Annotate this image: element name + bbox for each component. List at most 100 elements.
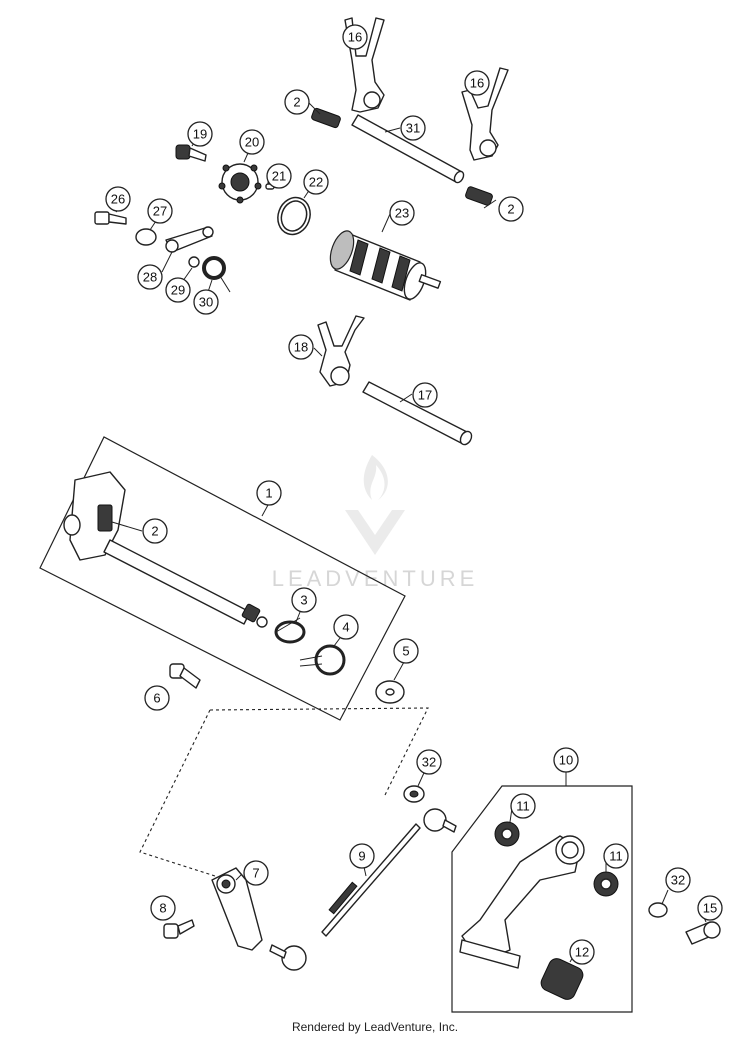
spring-top-right xyxy=(465,186,493,206)
footer-credit: Rendered by LeadVenture, Inc. xyxy=(291,1020,459,1034)
callout-label: 9 xyxy=(358,849,365,864)
watermark: LEADVENTURE xyxy=(272,455,479,591)
locking-lever xyxy=(165,226,214,253)
callout-29: 29 xyxy=(165,277,191,303)
large-washer xyxy=(375,680,405,704)
callout-19: 19 xyxy=(187,121,213,147)
callout-label: 30 xyxy=(199,295,213,310)
shift-pedal xyxy=(459,835,585,969)
washer-right xyxy=(648,902,668,918)
callout-10: 10 xyxy=(553,747,579,773)
callout-17: 17 xyxy=(412,382,438,408)
callout-32-left: 32 xyxy=(416,749,442,775)
callout-31: 31 xyxy=(400,115,426,141)
callout-22: 22 xyxy=(303,169,329,195)
callout-11-lower: 11 xyxy=(603,843,629,869)
callout-label: 28 xyxy=(143,270,157,285)
fork-shaft xyxy=(351,114,465,184)
callout-label: 21 xyxy=(272,169,286,184)
torsion-spring xyxy=(202,256,231,293)
fork-shaft-lower xyxy=(362,381,473,446)
shift-lever-arm xyxy=(211,867,263,951)
shift-drum-star-wheel xyxy=(218,163,262,204)
callout-32-right: 32 xyxy=(665,867,691,893)
callout-26: 26 xyxy=(105,186,131,212)
linkage-dashed-outline xyxy=(139,707,429,877)
shift-pedal-assembly-frame xyxy=(451,785,633,1013)
callout-label: 29 xyxy=(171,283,185,298)
pedal-bolt xyxy=(685,921,721,945)
callout-label: 1 xyxy=(265,486,272,501)
callout-label: 32 xyxy=(422,755,436,770)
watermark-text: LEADVENTURE xyxy=(272,566,479,591)
callout-2-top-left: 2 xyxy=(284,89,310,115)
washer-left xyxy=(403,785,425,803)
callout-label: 7 xyxy=(252,866,259,881)
callout-label: 31 xyxy=(406,121,420,136)
shift-shaft xyxy=(63,471,268,628)
shift-fork-left xyxy=(344,17,385,113)
pedal-rubber xyxy=(540,958,584,1000)
callout-label: 16 xyxy=(348,30,362,45)
spring-clip xyxy=(274,617,306,644)
callout-label: 3 xyxy=(300,593,307,608)
small-washer xyxy=(188,256,200,268)
screw xyxy=(175,144,207,162)
callout-3: 3 xyxy=(291,587,317,613)
callout-21: 21 xyxy=(266,163,292,189)
bearing-upper xyxy=(494,821,520,847)
callout-16-right: 16 xyxy=(464,70,490,96)
shift-rod xyxy=(269,808,457,971)
callout-11-upper: 11 xyxy=(510,793,536,819)
callout-label: 20 xyxy=(245,135,259,150)
callout-6: 6 xyxy=(144,685,170,711)
callout-30: 30 xyxy=(193,289,219,315)
callout-label: 32 xyxy=(671,873,685,888)
callout-label: 19 xyxy=(193,127,207,142)
seal-ring xyxy=(277,196,311,236)
lever-bolt xyxy=(163,919,195,939)
callout-16-left: 16 xyxy=(342,24,368,50)
callout-15: 15 xyxy=(697,895,723,921)
callout-2-shaft: 2 xyxy=(142,518,168,544)
callout-label: 11 xyxy=(516,799,530,814)
callout-4: 4 xyxy=(333,614,359,640)
shift-drum xyxy=(329,230,442,301)
callout-label: 11 xyxy=(609,849,623,864)
callout-23: 23 xyxy=(389,200,415,226)
leadventure-flame-logo-icon xyxy=(345,455,405,555)
callout-1: 1 xyxy=(256,480,282,506)
callout-18: 18 xyxy=(288,334,314,360)
callout-label: 15 xyxy=(703,901,717,916)
callout-label: 23 xyxy=(395,206,409,221)
return-spring xyxy=(299,644,346,676)
callout-28: 28 xyxy=(137,264,163,290)
callout-label: 5 xyxy=(402,644,409,659)
callout-label: 2 xyxy=(151,524,158,539)
callout-5: 5 xyxy=(393,638,419,664)
stud-bolt xyxy=(169,663,201,689)
callout-label: 22 xyxy=(309,175,323,190)
callout-label: 6 xyxy=(153,691,160,706)
callout-label: 27 xyxy=(153,204,167,219)
callout-label: 8 xyxy=(159,901,166,916)
callout-12: 12 xyxy=(569,939,595,965)
callout-7: 7 xyxy=(243,860,269,886)
bearing-lower xyxy=(593,871,619,897)
spring-top-left xyxy=(311,107,341,129)
callout-8: 8 xyxy=(150,895,176,921)
callout-label: 10 xyxy=(559,753,573,768)
callout-9: 9 xyxy=(349,843,375,869)
callout-label: 2 xyxy=(293,95,300,110)
washer xyxy=(135,228,157,246)
callout-label: 26 xyxy=(111,192,125,207)
callout-label: 4 xyxy=(342,620,349,635)
hex-bolt xyxy=(94,211,127,225)
callout-label: 16 xyxy=(470,76,484,91)
shift-fork-lower xyxy=(317,315,365,387)
callout-label: 12 xyxy=(575,945,589,960)
callout-2-top-right: 2 xyxy=(498,196,524,222)
callout-label: 2 xyxy=(507,202,514,217)
shift-fork-right xyxy=(461,67,509,161)
